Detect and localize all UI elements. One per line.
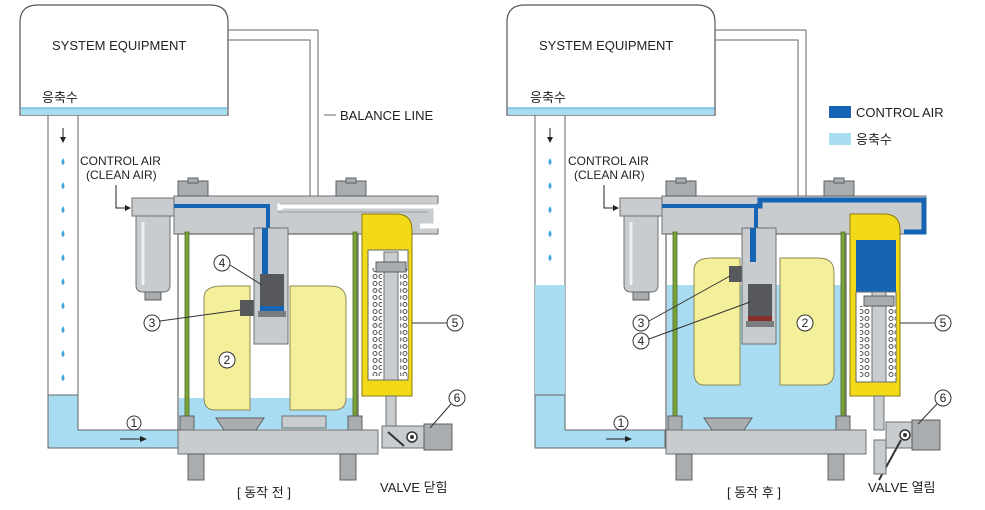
svg-text:3: 3 bbox=[638, 316, 645, 330]
guide-rod-left bbox=[184, 231, 190, 421]
droplets bbox=[61, 158, 65, 381]
guide-rod-right bbox=[352, 231, 358, 421]
equipment-label: SYSTEM EQUIPMENT bbox=[52, 38, 186, 53]
inlet-pipe bbox=[47, 394, 179, 449]
svg-text:1: 1 bbox=[131, 416, 138, 430]
valve-state-closed: VALVE 닫힘 bbox=[380, 480, 448, 495]
drain-valve-open bbox=[873, 419, 941, 481]
svg-text:2: 2 bbox=[802, 316, 809, 330]
pilot-valve bbox=[741, 227, 777, 345]
piston-valve bbox=[361, 213, 413, 431]
air-filter bbox=[131, 197, 175, 301]
callout-2: 2 bbox=[218, 351, 236, 369]
svg-text:4: 4 bbox=[638, 334, 645, 348]
svg-text:2: 2 bbox=[224, 353, 231, 367]
pilot-valve bbox=[253, 227, 289, 345]
system-equipment-tank bbox=[506, 4, 716, 116]
callout-3: 3 bbox=[143, 309, 241, 332]
legend-label-condensate: 응축수 bbox=[856, 132, 892, 147]
legend-swatch-control-air bbox=[829, 106, 851, 118]
balance-line bbox=[715, 29, 807, 200]
valve-state-open: VALVE 열림 bbox=[868, 480, 936, 495]
balance-line bbox=[228, 29, 336, 210]
air-filter bbox=[619, 197, 663, 301]
inlet-pipe bbox=[534, 394, 666, 449]
control-air-label: CONTROL AIR bbox=[568, 154, 649, 168]
balance-line-label: BALANCE LINE bbox=[340, 108, 434, 123]
callout-2: 2 bbox=[796, 314, 814, 332]
panel-after: SYSTEM EQUIPMENT 응축수 CONTROL AIR 응축수 bbox=[506, 4, 952, 500]
callout-4: 4 bbox=[213, 254, 263, 286]
float bbox=[203, 285, 347, 411]
clean-air-label: (CLEAN AIR) bbox=[86, 168, 157, 182]
clean-air-label: (CLEAN AIR) bbox=[574, 168, 645, 182]
base-housing bbox=[665, 417, 867, 481]
callout-5: 5 bbox=[412, 314, 464, 332]
legend-label-control-air: CONTROL AIR bbox=[856, 105, 944, 120]
legend-swatch-condensate bbox=[829, 133, 851, 145]
caption-after: [ 동작 후 ] bbox=[727, 485, 781, 500]
callout-1: 1 bbox=[126, 415, 142, 431]
control-air-label: CONTROL AIR bbox=[80, 154, 161, 168]
callout-3: 3 bbox=[632, 275, 731, 332]
system-equipment-tank bbox=[19, 4, 229, 116]
callout-6: 6 bbox=[429, 389, 466, 429]
svg-text:3: 3 bbox=[149, 316, 156, 330]
guide-rod-right bbox=[840, 231, 846, 421]
callout-4: 4 bbox=[632, 301, 751, 350]
callout-5: 5 bbox=[900, 314, 952, 332]
svg-text:6: 6 bbox=[454, 391, 461, 405]
condensate-label: 응축수 bbox=[530, 90, 566, 105]
svg-text:6: 6 bbox=[940, 391, 947, 405]
svg-text:5: 5 bbox=[452, 316, 459, 330]
svg-text:1: 1 bbox=[618, 416, 625, 430]
callout-1: 1 bbox=[613, 415, 629, 431]
base-housing bbox=[177, 415, 379, 481]
drain-valve-closed bbox=[381, 423, 453, 451]
callout-6: 6 bbox=[917, 389, 952, 425]
svg-text:5: 5 bbox=[940, 316, 947, 330]
guide-rod-left bbox=[672, 231, 678, 421]
droplets bbox=[548, 158, 552, 261]
svg-text:4: 4 bbox=[219, 256, 226, 270]
caption-before: [ 동작 전 ] bbox=[237, 485, 291, 500]
panel-before: SYSTEM EQUIPMENT 응축수 BALANCE LINE bbox=[19, 4, 466, 500]
piston-valve bbox=[849, 213, 901, 431]
condensate-label: 응축수 bbox=[42, 90, 78, 105]
equipment-label: SYSTEM EQUIPMENT bbox=[539, 38, 673, 53]
legend: CONTROL AIR 응축수 bbox=[829, 105, 944, 147]
